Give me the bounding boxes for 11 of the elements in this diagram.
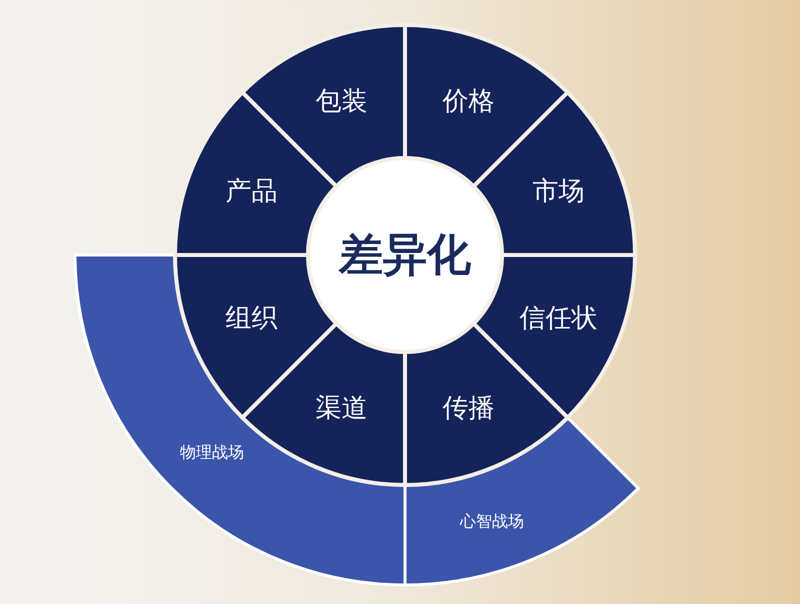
segment-label: 传播 [442,393,495,424]
segment-label: 组织 [226,304,278,334]
center-label: 差异化 [339,230,471,280]
band-label: 心智战场 [460,512,524,530]
segment-label: 渠道 [315,393,368,424]
segment-label: 市场 [532,176,584,206]
segment-label: 包装 [315,86,368,117]
segment-label: 产品 [226,176,278,206]
segment-label: 信任状 [519,304,598,334]
segment-label: 价格 [442,86,495,117]
band-label: 物理战场 [180,442,244,462]
